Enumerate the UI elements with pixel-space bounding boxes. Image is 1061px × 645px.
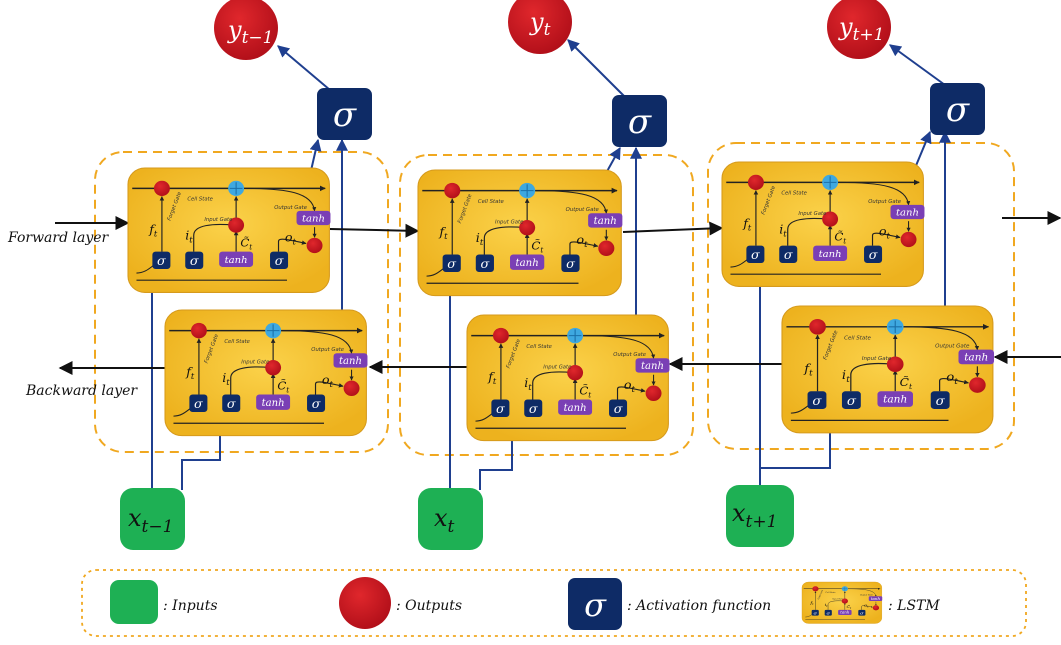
forward-lstm-cell-3: [722, 162, 924, 286]
output-node-3: yt+1: [827, 0, 891, 59]
sigma-activation-3: σ: [930, 83, 985, 135]
timestep-group-3: [707, 142, 1015, 450]
forward-lstm-cell-2: [418, 170, 622, 296]
backward-lstm-cell-1: [165, 310, 367, 436]
sigma-connections: [309, 130, 951, 318]
backward-arrows: [58, 350, 1061, 375]
legend-input-swatch: [110, 580, 158, 624]
svg-text:σ: σ: [946, 90, 970, 130]
legend-outputs-label: : Outputs: [396, 598, 462, 614]
legend-lstm-swatch: [802, 582, 882, 623]
backward-lstm-cell-3: [782, 306, 994, 433]
output-node-2: yt: [508, 0, 572, 54]
legend-activation-label: : Activation function: [627, 598, 771, 614]
legend-output-swatch: [339, 577, 391, 629]
svg-text:yt−1: yt−1: [227, 16, 273, 48]
backward-lstm-cell-2: [467, 315, 669, 441]
output-node-1: yt−1: [214, 0, 278, 60]
forward-lstm-cell-1: [128, 168, 330, 292]
forward-layer-label: Forward layer: [7, 230, 110, 246]
svg-text:yt: yt: [529, 8, 551, 40]
legend-lstm-label: : LSTM: [888, 598, 940, 614]
legend-activation-symbol: σ: [584, 586, 607, 624]
svg-text:σ: σ: [333, 95, 357, 135]
svg-text:xt: xt: [434, 504, 455, 537]
input-node-2: xt: [418, 488, 483, 550]
forward-arrows: [55, 211, 1061, 238]
svg-text:yt+1: yt+1: [838, 13, 884, 45]
svg-text:σ: σ: [628, 102, 652, 142]
input-node-3: xt+1: [726, 485, 794, 547]
sigma-activation-2: σ: [612, 95, 667, 147]
input-node-1: xt−1: [120, 488, 185, 550]
svg-text:xt−1: xt−1: [128, 504, 173, 537]
legend-activation-swatch: [568, 578, 622, 630]
sigma-activation-1: σ: [317, 88, 372, 140]
input-connections: [151, 285, 831, 490]
output-connections: [277, 39, 946, 98]
legend-inputs-label: : Inputs: [163, 598, 218, 614]
backward-layer-label: Backward layer: [25, 383, 138, 399]
svg-text:xt+1: xt+1: [732, 499, 777, 532]
legend: : Inputs : Outputs σ : Activation functi…: [81, 569, 1027, 637]
